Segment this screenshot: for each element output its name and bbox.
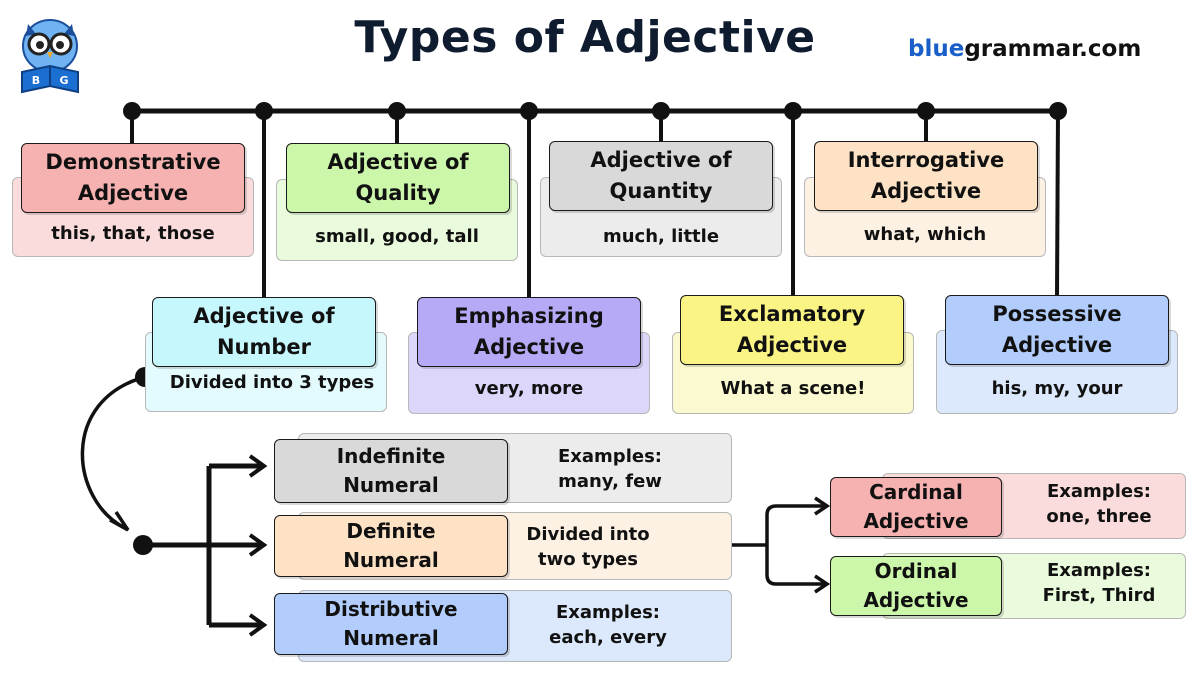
examples-possessive: his, my, your	[991, 378, 1123, 399]
logo-letter-b: B	[32, 74, 40, 87]
examples-indefinite: Examples:many, few	[558, 446, 662, 492]
page-title: Types of Adjective	[354, 12, 816, 63]
examples-interrogative: what, which	[863, 224, 987, 245]
examples-emphasizing: very, more	[474, 378, 584, 399]
examples-number: Divided into 3 types	[169, 372, 375, 393]
owl-logo-icon: B G	[21, 19, 79, 94]
brand-name[interactable]: bluegrammar.com	[908, 36, 1142, 62]
examples-ordinal: Examples:First, Third	[1042, 560, 1156, 606]
examples-exclamatory: What a scene!	[720, 378, 866, 399]
examples-distributive: Examples:each, every	[549, 602, 667, 648]
examples-quality: small, good, tall	[315, 226, 479, 247]
examples-quantity: much, little	[602, 226, 720, 247]
examples-cardinal: Examples:one, three	[1046, 481, 1152, 527]
examples-demonstrative: this, that, those	[51, 223, 215, 244]
logo-letter-g: G	[59, 74, 68, 87]
